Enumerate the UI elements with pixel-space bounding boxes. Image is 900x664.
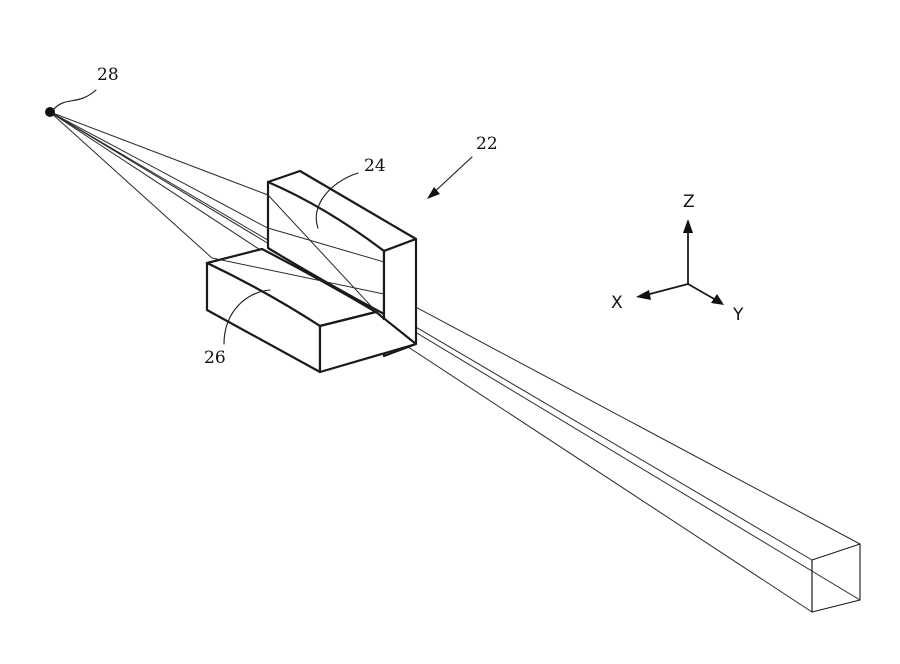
leader-22: [429, 156, 473, 197]
ray-crossing-c: [267, 227, 385, 263]
light-rays-front: [211, 194, 385, 321]
label-26: 26: [204, 348, 226, 368]
lower-lens: [205, 247, 418, 374]
leader-24: [315, 172, 359, 229]
leader-22-arrowhead: [427, 187, 440, 199]
light-rays: [49, 111, 861, 613]
x-axis-line: [645, 283, 689, 296]
x-axis-arrow-icon: [636, 290, 651, 300]
ray-upper-mid: [49, 111, 813, 561]
ray-upper-lens-face: [49, 111, 269, 196]
y-axis-label: Y: [732, 305, 744, 325]
point-source: [45, 107, 55, 117]
leader-26: [223, 289, 271, 345]
label-28: 28: [97, 65, 119, 85]
label-24: 24: [364, 156, 386, 176]
y-axis-line: [687, 283, 717, 301]
x-axis-label: X: [611, 293, 623, 313]
ray-crossing-b: [211, 257, 385, 295]
ray-top: [49, 111, 861, 545]
z-axis-label: Z: [683, 192, 695, 212]
ray-crossing-a: [267, 194, 385, 321]
ray-lower-lens-face: [49, 111, 213, 259]
lower-lens-side-face: [318, 310, 418, 374]
label-22: 22: [476, 134, 498, 154]
y-axis-arrow-icon: [711, 294, 724, 305]
ray-bottom: [49, 111, 813, 613]
output-beam: [811, 543, 861, 613]
leader-lines: [53, 89, 473, 345]
leader-28: [53, 89, 97, 110]
z-axis-arrow-icon: [683, 219, 693, 233]
ray-lower-mid: [49, 111, 861, 601]
axis-triad: Z X Y: [611, 192, 744, 325]
output-beam-end-face: [811, 543, 861, 613]
